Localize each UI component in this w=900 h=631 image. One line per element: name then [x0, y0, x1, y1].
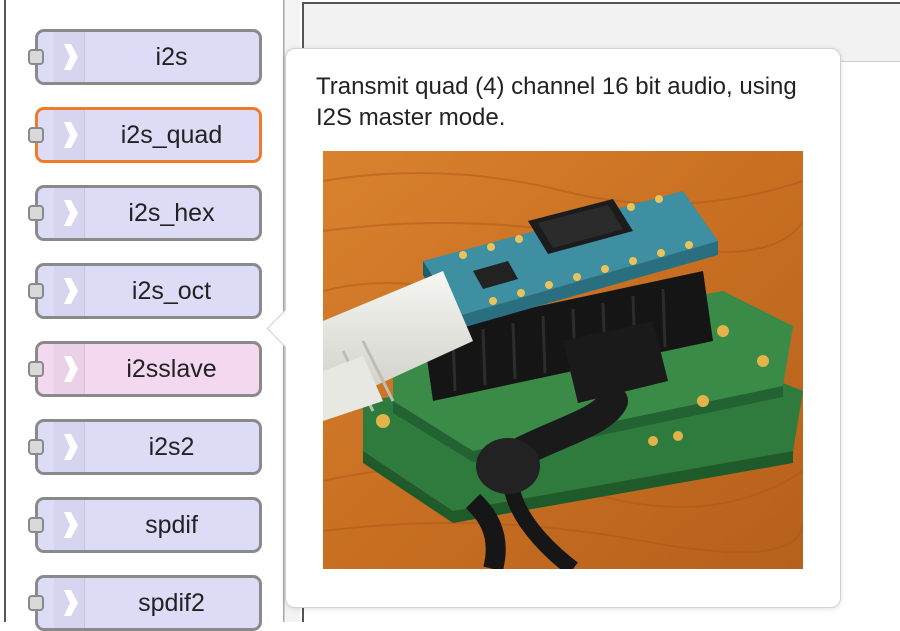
node-icon-area: [54, 110, 85, 160]
node-icon-area: [54, 422, 85, 472]
arrow-right-icon: [64, 512, 78, 538]
node-palette: i2s i2s_quad i2s_hex i2s_oct i2sslave: [0, 0, 300, 631]
node-label: spdif: [145, 511, 198, 539]
input-port: [28, 49, 44, 65]
palette-node-i2s-quad[interactable]: i2s_quad: [28, 107, 262, 163]
input-port: [28, 595, 44, 611]
arrow-right-icon: [64, 122, 78, 148]
arrow-right-icon: [64, 356, 78, 382]
palette-node-i2sslave[interactable]: i2sslave: [28, 341, 262, 397]
input-port: [28, 283, 44, 299]
input-port: [28, 127, 44, 143]
palette-node-spdif2[interactable]: spdif2: [28, 575, 262, 631]
node-icon-area: [54, 32, 85, 82]
node-label: i2s_hex: [128, 199, 215, 227]
product-photo: [323, 151, 803, 569]
node-icon-area: [54, 500, 85, 550]
tooltip-description: Transmit quad (4) channel 16 bit audio, …: [316, 73, 797, 131]
arrow-right-icon: [64, 200, 78, 226]
node-icon-area: [54, 188, 85, 238]
node-label: spdif2: [138, 589, 205, 617]
palette-node-i2s-hex[interactable]: i2s_hex: [28, 185, 262, 241]
palette-node-i2s[interactable]: i2s: [28, 29, 262, 85]
palette-node-i2s-oct[interactable]: i2s_oct: [28, 263, 262, 319]
node-icon-area: [54, 578, 85, 628]
node-label: i2s_oct: [131, 277, 212, 305]
palette-node-i2s2[interactable]: i2s2: [28, 419, 262, 475]
node-icon-area: [54, 266, 85, 316]
node-info-tooltip: Transmit quad (4) channel 16 bit audio, …: [266, 48, 841, 608]
node-icon-area: [54, 344, 85, 394]
palette-node-spdif[interactable]: spdif: [28, 497, 262, 553]
arrow-right-icon: [64, 44, 78, 70]
node-label: i2s: [155, 43, 188, 71]
arrow-right-icon: [64, 590, 78, 616]
arrow-right-icon: [64, 434, 78, 460]
input-port: [28, 439, 44, 455]
node-label: i2s2: [148, 433, 195, 461]
input-port: [28, 517, 44, 533]
input-port: [28, 361, 44, 377]
input-port: [28, 205, 44, 221]
node-label: i2s_quad: [120, 121, 223, 149]
arrow-right-icon: [64, 278, 78, 304]
node-label: i2sslave: [126, 355, 217, 383]
